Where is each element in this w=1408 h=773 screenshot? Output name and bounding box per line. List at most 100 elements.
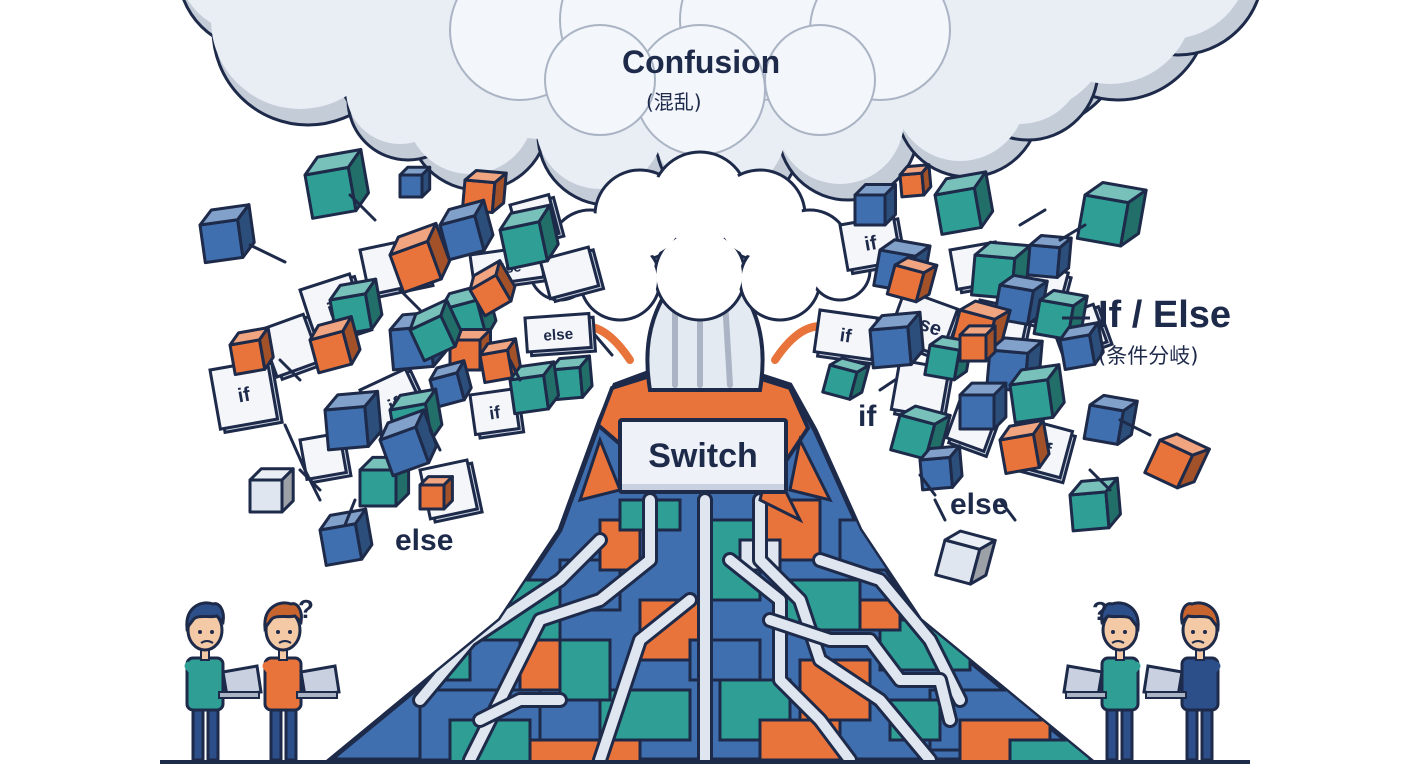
cube-side — [914, 263, 939, 304]
cube-face — [1025, 243, 1062, 280]
cube-side — [972, 170, 995, 229]
cloud-inner-puff — [544, 24, 656, 136]
motion-line — [248, 243, 287, 264]
code-cube — [323, 389, 383, 452]
volcano-maze — [330, 492, 1090, 760]
cloud-puff — [346, 36, 454, 144]
confusion-sublabel: (混乱) — [646, 90, 702, 114]
cube-side — [353, 507, 374, 561]
code-cube — [1068, 476, 1122, 533]
person-left-1 — [184, 601, 263, 762]
code-cube — [821, 356, 871, 401]
cube-side — [948, 444, 964, 489]
motion-line — [283, 423, 322, 502]
code-debris: ifelseififififelseififelseifif — [198, 148, 1211, 586]
person-leg — [1105, 703, 1119, 762]
motion-line — [1058, 223, 1087, 242]
cube-face — [958, 333, 988, 363]
if-else-label: If / Else — [1098, 294, 1232, 336]
code-cube — [998, 418, 1051, 475]
code-cube — [868, 310, 925, 370]
motion-line — [1118, 418, 1152, 437]
cube-face — [508, 373, 550, 416]
code-cube — [918, 444, 964, 492]
steam-streak — [722, 297, 733, 388]
code-card: if — [812, 308, 883, 366]
code-cube — [1008, 363, 1066, 425]
code-card — [258, 312, 328, 382]
card-face — [523, 311, 593, 354]
cube-face — [958, 393, 996, 431]
motion-line — [428, 428, 442, 452]
motion-line — [1088, 468, 1112, 492]
motion-line — [348, 193, 377, 222]
cloud-inner-puff — [764, 24, 876, 136]
motion-line — [398, 288, 422, 312]
maze-pipe — [765, 615, 955, 725]
cube-side — [1055, 236, 1073, 280]
cube-face — [418, 483, 446, 511]
maze-pipe — [595, 595, 695, 760]
motion-line — [278, 358, 302, 382]
if-else-sublabel: (条件分岐) — [1098, 344, 1199, 368]
maze-tile — [1008, 738, 1090, 760]
person-eye — [198, 630, 202, 634]
motion-line — [343, 498, 357, 527]
maze-pipe — [475, 695, 565, 725]
cube-side — [473, 198, 495, 252]
code-cube — [408, 298, 463, 363]
person-leg — [191, 703, 205, 762]
code-cube — [1075, 181, 1148, 248]
cube-side — [984, 324, 997, 363]
cube-face — [198, 218, 245, 265]
cube-side — [906, 310, 925, 367]
steam-puff — [658, 233, 742, 317]
cube-side — [455, 359, 473, 402]
card-label: else — [543, 326, 574, 345]
code-cube — [958, 381, 1008, 431]
else-right-label: else — [950, 488, 1009, 521]
person-right-2 — [1142, 601, 1221, 762]
laptop-base — [1145, 691, 1187, 699]
person-eye — [1203, 630, 1207, 634]
person-arm — [1109, 661, 1141, 697]
person-hair — [263, 601, 303, 633]
person-arm — [262, 661, 294, 697]
code-cube — [318, 507, 374, 567]
code-cube — [885, 256, 939, 304]
cube-side — [490, 171, 508, 215]
confusion-label: Confusion — [622, 44, 781, 80]
cube-side — [346, 148, 370, 213]
card-label: if — [236, 384, 252, 408]
cube-face — [868, 325, 913, 370]
maze-pipe — [725, 555, 855, 760]
cloud-puff — [1101, 0, 1239, 39]
code-cube — [308, 315, 362, 375]
code-cube — [934, 529, 997, 586]
cube-side — [442, 475, 454, 511]
laptop — [1142, 664, 1184, 698]
cube-face — [248, 478, 284, 514]
cube-side — [920, 163, 933, 197]
cube-side — [1119, 188, 1148, 248]
cloud-puff — [187, 0, 313, 34]
cube-face — [1008, 378, 1055, 425]
code-cube — [438, 198, 495, 262]
lava-drip — [577, 435, 623, 503]
laptop-base — [296, 691, 338, 699]
motion-line — [593, 333, 614, 357]
person-eye — [1111, 630, 1115, 634]
code-cube — [248, 467, 295, 514]
code-cube — [958, 324, 997, 363]
code-cube — [933, 170, 995, 236]
motion-line — [878, 378, 897, 392]
motion-lines — [248, 193, 1152, 527]
laptop-base — [1065, 691, 1107, 699]
person-hair — [1180, 601, 1220, 633]
cube-side — [968, 538, 997, 586]
person-eye — [276, 630, 280, 634]
code-cube — [1082, 393, 1139, 446]
cube-side — [578, 354, 594, 399]
card-label: if — [488, 402, 503, 423]
